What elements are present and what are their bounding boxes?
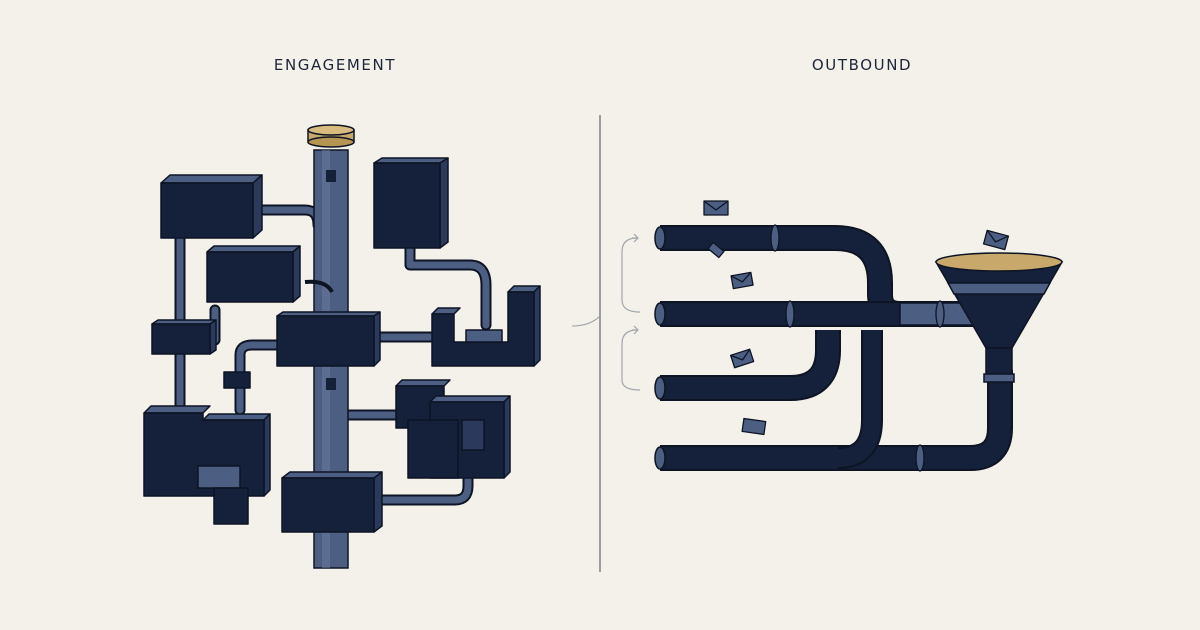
- parallel-pipes-diagram: [654, 200, 1064, 472]
- database-cylinder-icon: [307, 124, 355, 148]
- brace-arrows: [621, 233, 641, 391]
- tangled-system-diagram: [143, 124, 541, 569]
- outbound-title: OUTBOUND: [811, 56, 913, 74]
- engagement-title: ENGAGEMENT: [273, 56, 397, 74]
- funnel-icon: [934, 252, 1064, 383]
- envelope-icon: [703, 200, 1010, 436]
